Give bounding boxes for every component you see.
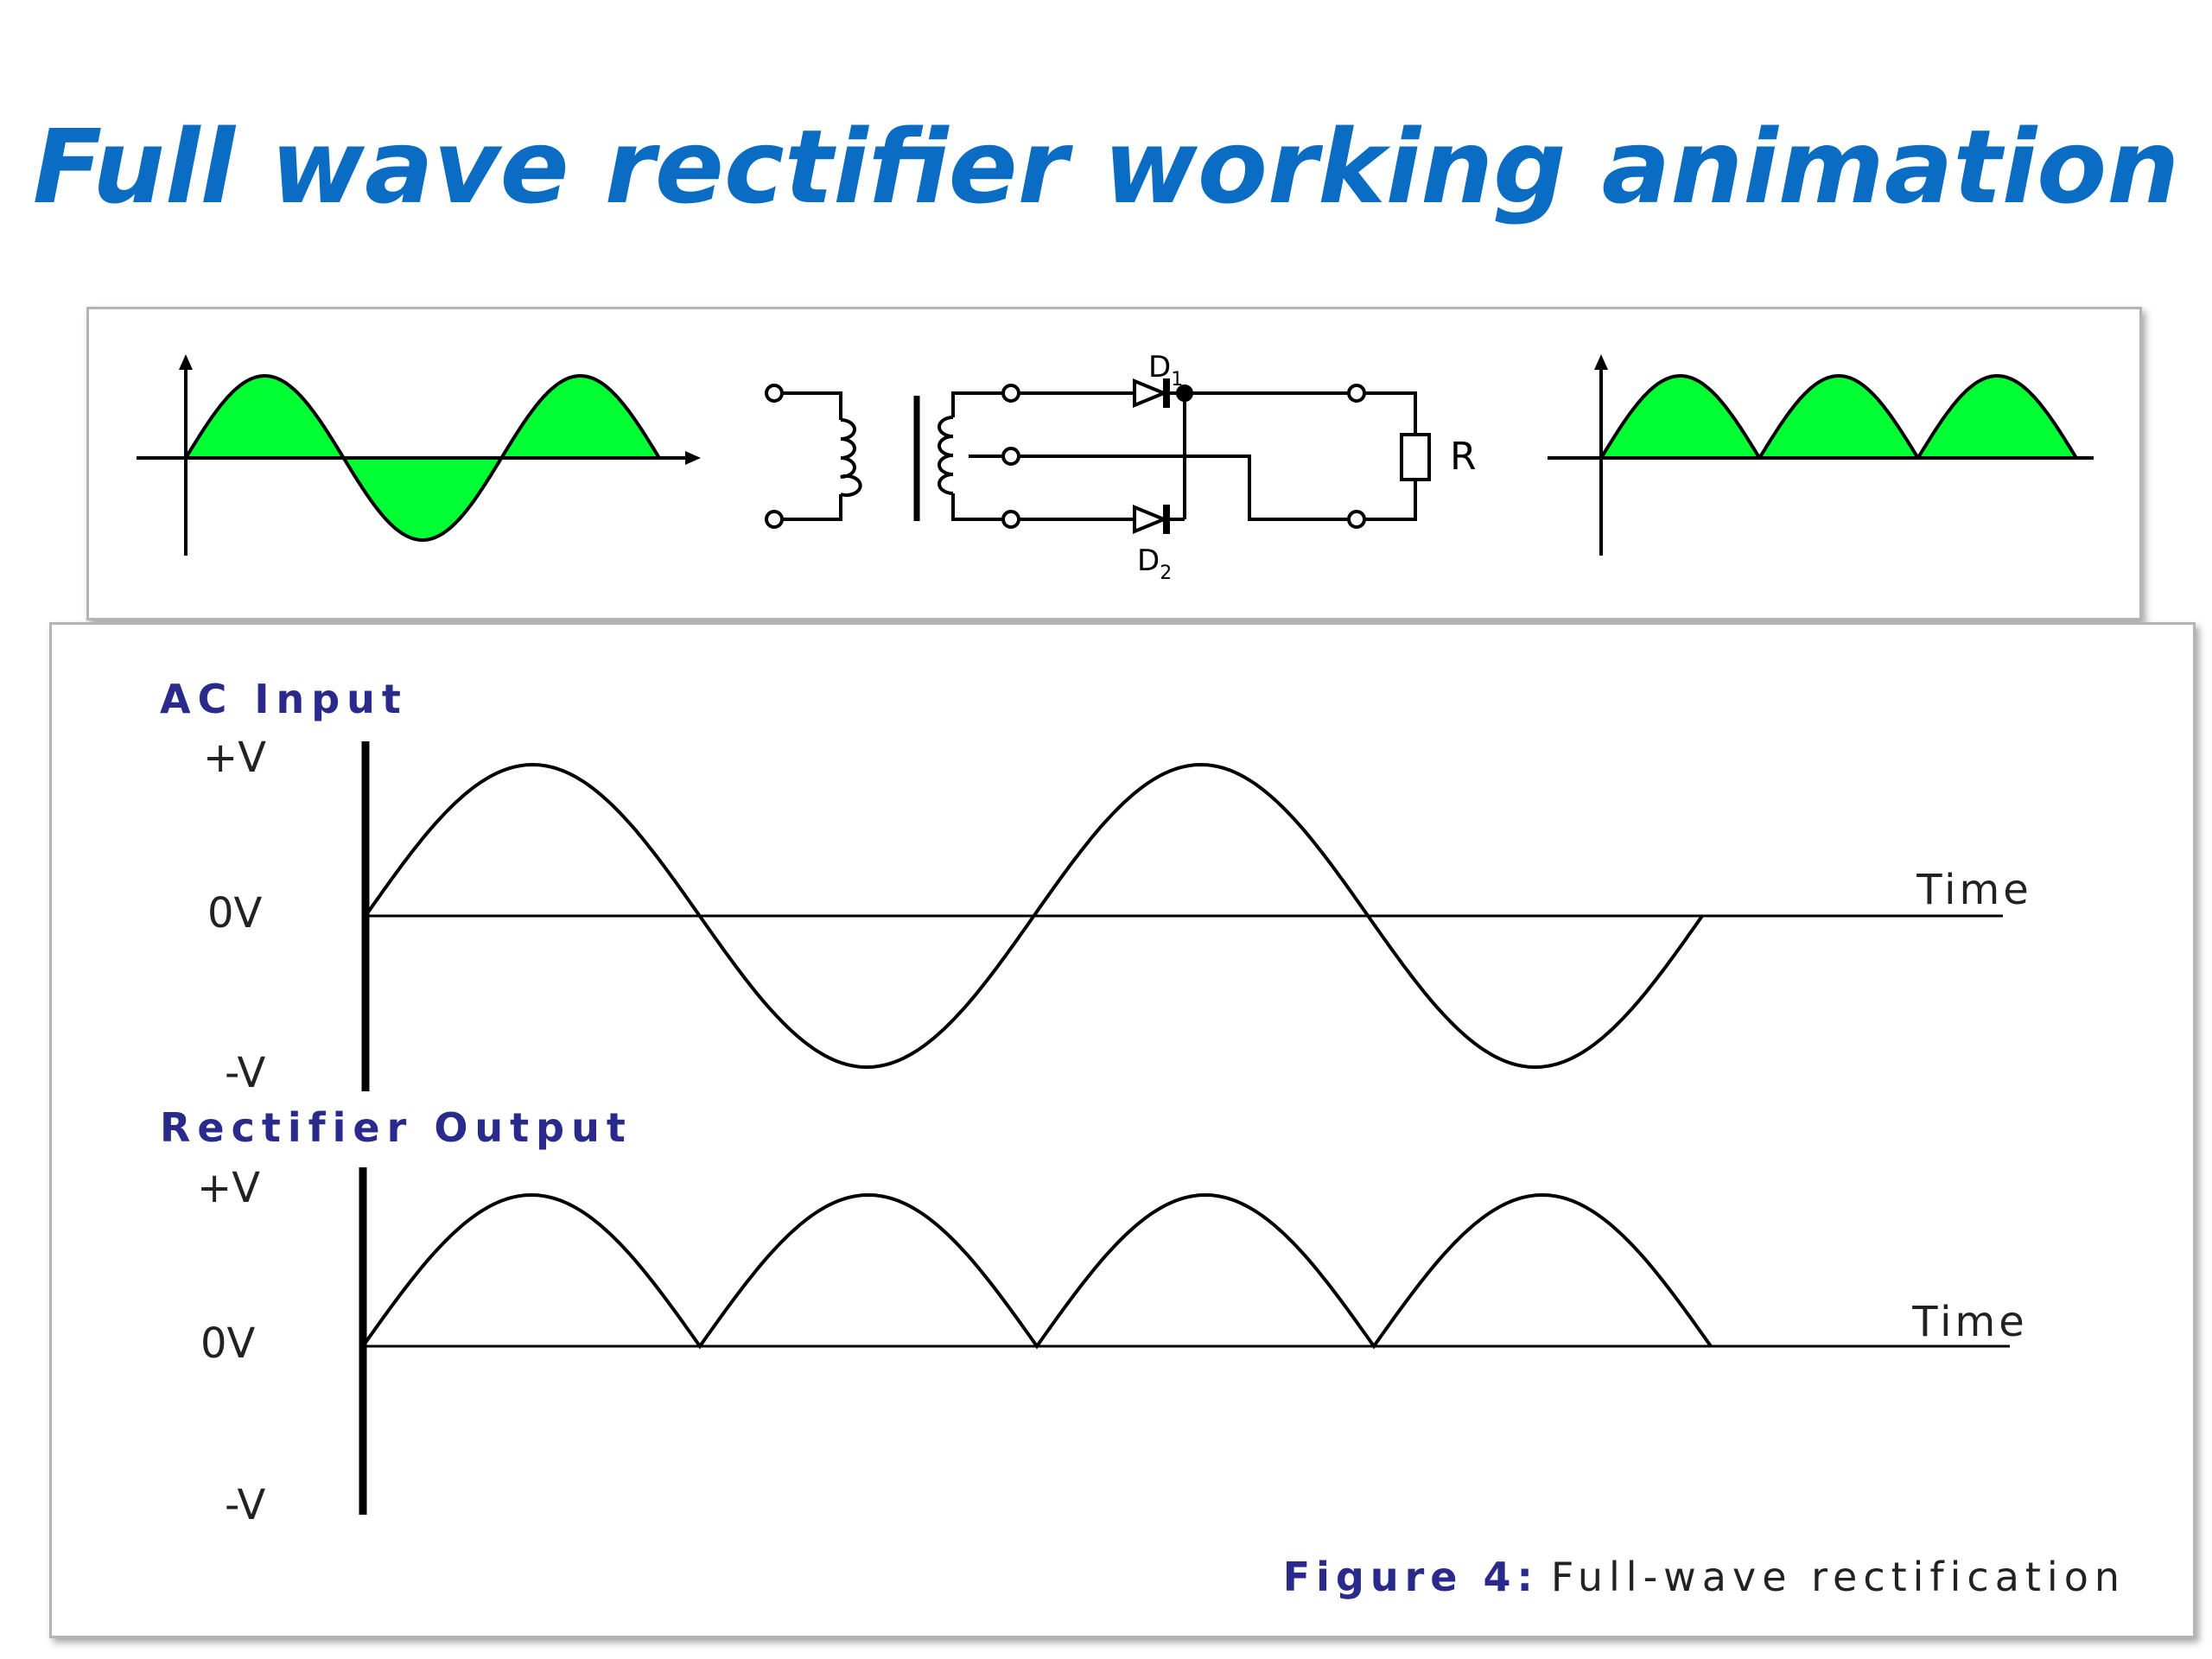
circuit-diagram: D1 D2 R: [137, 350, 2094, 584]
diode-d2: [1133, 505, 1169, 534]
rectifier-circuit: [765, 378, 1431, 534]
rect-output-title: Rectifier Output: [160, 1104, 632, 1151]
junction-dot: [1176, 385, 1193, 402]
diode-top-label: D1: [1148, 350, 1183, 391]
rect-neg-label: -V: [225, 1481, 266, 1529]
rect-time-label: Time: [1911, 1298, 2027, 1346]
output-waveform: [1548, 354, 2094, 556]
waveform-figure-panel: AC Input +V 0V -V Time Rectifier Output …: [49, 622, 2196, 1638]
slide-title: Full wave rectifier working animation: [32, 107, 2180, 226]
input-v-arrow: [179, 354, 193, 370]
primary-coil: [840, 418, 862, 497]
output-wave-fill: [1598, 374, 2080, 461]
diode-bottom-label: D2: [1137, 543, 1172, 584]
circuit-panel: D1 D2 R: [86, 307, 2142, 620]
rect-zero-label: 0V: [200, 1319, 256, 1368]
output-terminal-bottom: [1347, 510, 1366, 529]
input-waveform: [137, 354, 701, 556]
ac-time-label: Time: [1916, 866, 2031, 914]
ac-pos-label: +V: [203, 734, 266, 782]
output-v-arrow: [1594, 354, 1608, 370]
ac-sine-wave: [364, 762, 1704, 1070]
ac-neg-label: -V: [225, 1049, 266, 1097]
load-resistor: [1400, 433, 1431, 481]
waveform-figure: AC Input +V 0V -V Time Rectifier Output …: [160, 676, 2126, 1600]
figure-caption: Figure 4:Full-wave rectification: [1283, 1554, 2126, 1600]
secondary-coil: [938, 416, 954, 495]
resistor-label: R: [1450, 435, 1477, 479]
ac-zero-label: 0V: [207, 889, 263, 938]
ac-input-title: AC Input: [160, 676, 408, 722]
output-terminal-top: [1347, 384, 1366, 403]
diode-d1: [1133, 378, 1169, 408]
rectified-wave: [361, 1192, 1713, 1350]
input-terminal-bottom: [765, 510, 784, 529]
input-axis-arrow: [685, 451, 701, 465]
input-terminal-top: [765, 384, 784, 403]
rect-pos-label: +V: [197, 1164, 260, 1212]
